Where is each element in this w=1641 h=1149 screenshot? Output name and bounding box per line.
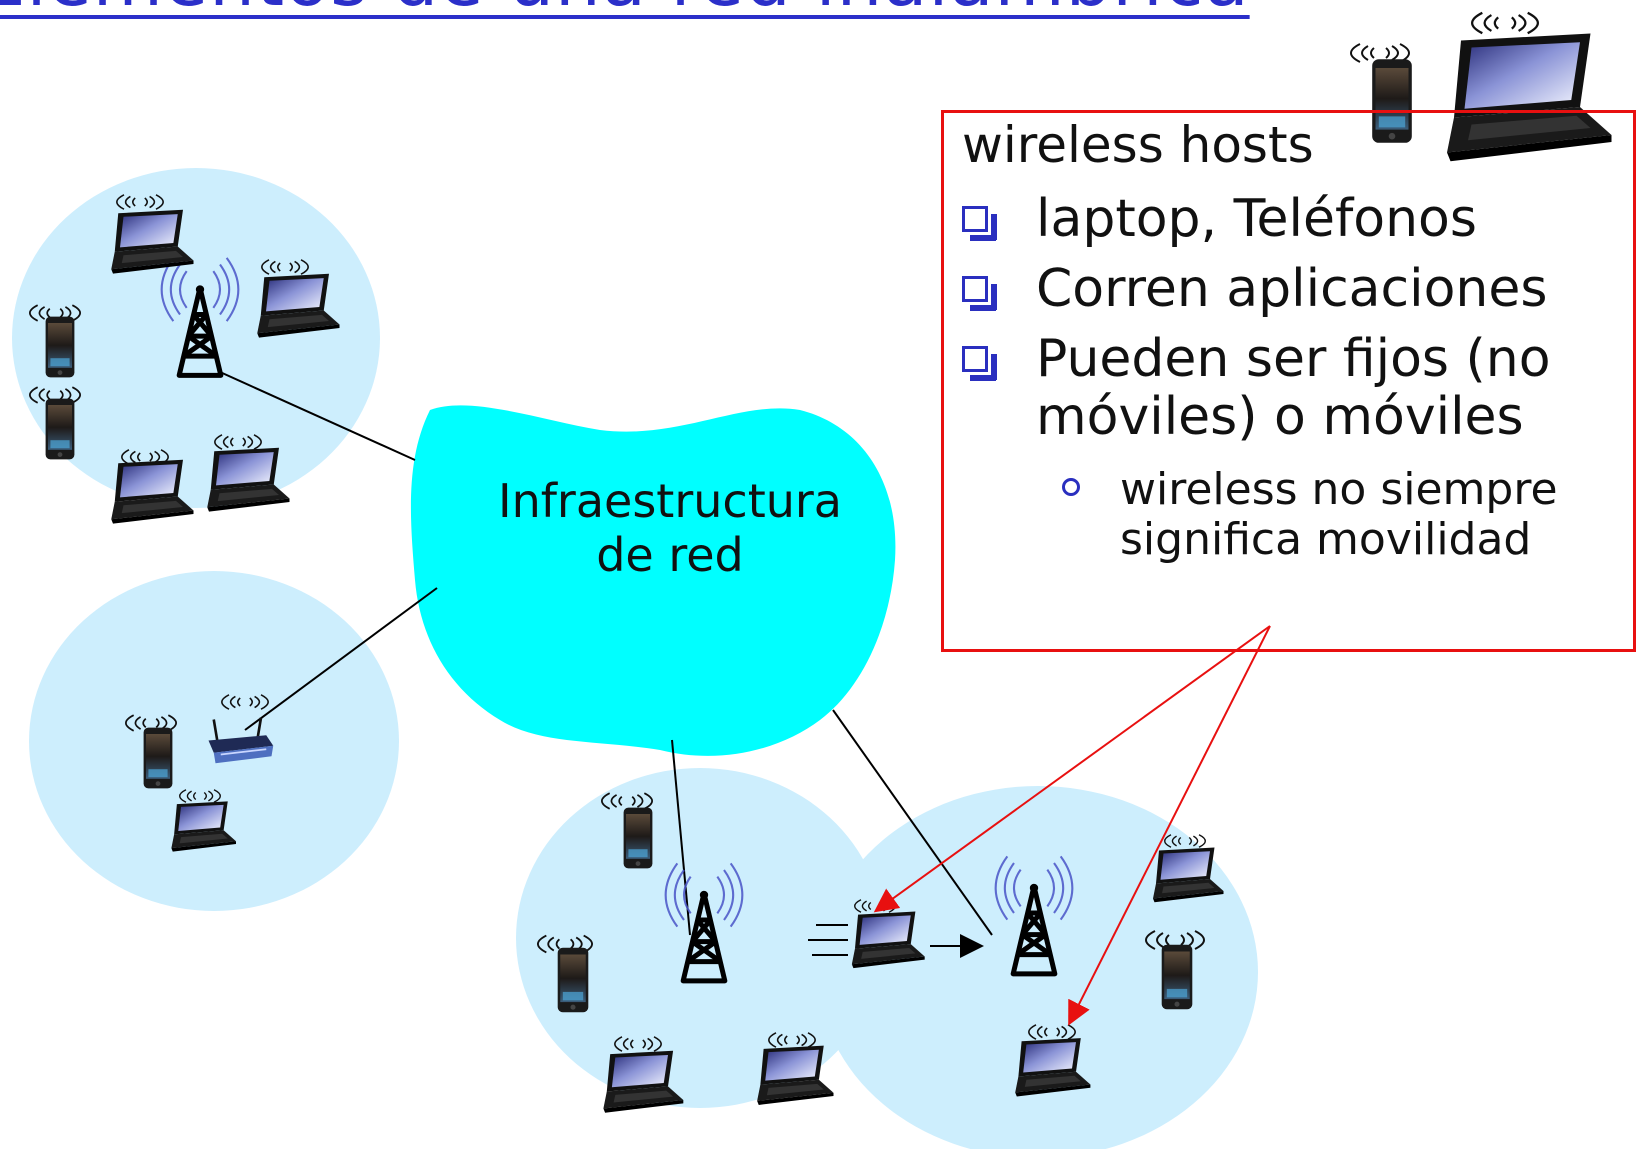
coverage-cell-bottom-middle (516, 768, 884, 1108)
info-box-heading: wireless hosts (962, 116, 1314, 174)
link-top-left-tower (219, 371, 416, 461)
mobility-motion-lines (808, 924, 848, 956)
cloud-label-line1: Infraestructura (498, 474, 842, 528)
smartphone-icon (143, 727, 173, 789)
square-bullet-icon (962, 346, 997, 381)
laptop-icon (757, 1045, 834, 1105)
wired-links (219, 371, 993, 936)
square-bullet-icon (962, 276, 997, 311)
smartphone-icon (623, 807, 653, 869)
pointer-arrow-moving-laptop (873, 625, 1271, 913)
smartphone-icon (45, 316, 75, 378)
coverage-cells (12, 168, 1258, 1149)
network-infrastructure-cloud (410, 405, 896, 756)
cloud-label: Infraestructura de red (470, 474, 870, 582)
link-right-tower (832, 709, 993, 936)
circle-bullet-icon (1062, 478, 1080, 496)
wifi-waves-icon (1470, 11, 1540, 35)
info-pointer-arrows (873, 625, 1271, 1026)
cloud-label-line2: de red (596, 528, 744, 582)
link-bottom-tower (671, 739, 691, 936)
page-title: Elementos de una red inalámbrica (0, 0, 1250, 22)
pointer-arrow-fixed-laptop (1068, 625, 1271, 1026)
smartphone-icon (1161, 944, 1193, 1010)
info-box (941, 110, 1636, 652)
smartphone-icon (45, 398, 75, 460)
square-bullet-icon (962, 206, 997, 241)
coverage-cell-bottom-right (818, 786, 1258, 1149)
smartphone-icon (557, 947, 589, 1013)
link-router (244, 587, 438, 731)
